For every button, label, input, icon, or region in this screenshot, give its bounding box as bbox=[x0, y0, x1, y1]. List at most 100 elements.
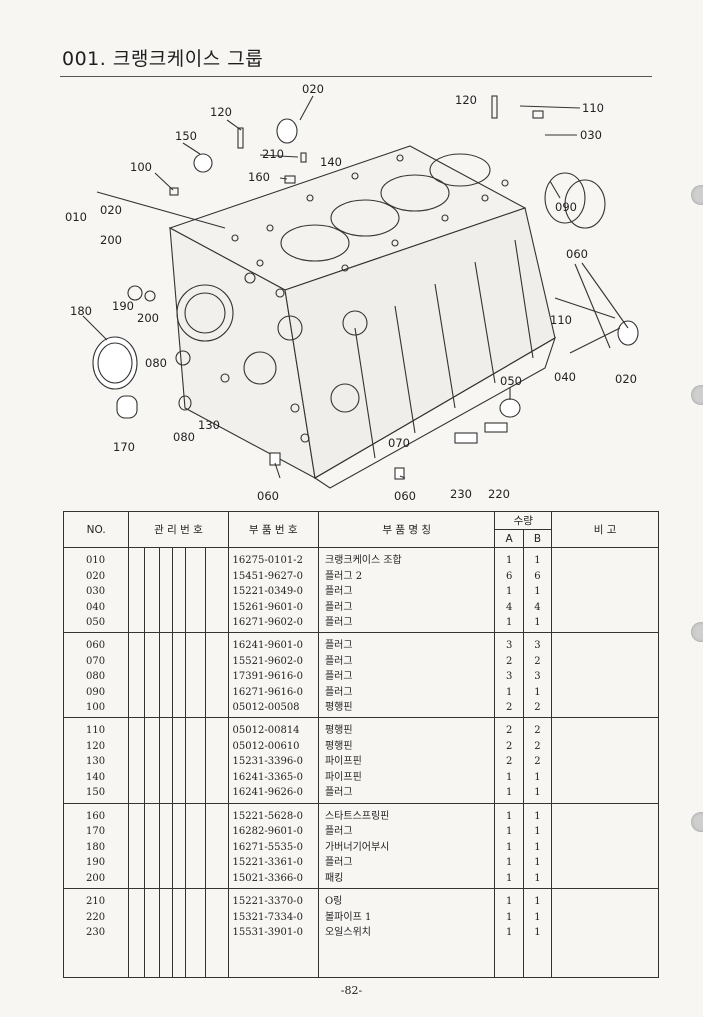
binder-hole-icon bbox=[691, 185, 703, 205]
cell-text: 150 bbox=[86, 787, 106, 799]
cell-empty bbox=[128, 803, 145, 890]
cell-text: 15231-3396-0 bbox=[232, 756, 303, 768]
cell-empty bbox=[185, 717, 206, 804]
cell-text: 1 bbox=[534, 872, 541, 884]
parts-table: NO. 관 리 번 호 부 품 번 호 부 품 명 칭 수량 비 고 A B 0… bbox=[62, 511, 659, 978]
crankcase-exploded-diagram: 020 120 110 030 150 120 210 140 100 160 … bbox=[65, 82, 639, 503]
cell-empty bbox=[143, 547, 160, 634]
cell-text: 1 bbox=[534, 810, 541, 822]
cell-text: 1 bbox=[534, 686, 541, 698]
col-header-management-no: 관 리 번 호 bbox=[128, 511, 229, 548]
page-number: -82- bbox=[340, 984, 363, 997]
callout: 120 bbox=[210, 105, 232, 119]
cell-text: 1 bbox=[505, 872, 513, 884]
cell-text: 100 bbox=[86, 702, 106, 714]
cell-text: 1 bbox=[505, 686, 513, 698]
col-header-no: NO. bbox=[62, 511, 130, 548]
callout: 190 bbox=[112, 299, 134, 313]
cell-empty bbox=[159, 547, 173, 634]
cell-text: 1 bbox=[534, 927, 541, 939]
cell-text: 16282-9601-0 bbox=[232, 826, 303, 838]
cell-empty bbox=[159, 803, 173, 890]
cell-text: 1 bbox=[505, 826, 513, 838]
cell-text: 130 bbox=[86, 756, 106, 768]
cell-empty bbox=[551, 547, 659, 634]
cell-empty bbox=[185, 803, 206, 890]
cell-text: 140 bbox=[86, 771, 106, 783]
cell-text: 16241-9601-0 bbox=[232, 640, 303, 652]
cell-text: 060 bbox=[86, 640, 106, 652]
cell-text: 플러그 2 bbox=[324, 570, 363, 582]
cell-text: 15261-9601-0 bbox=[232, 601, 303, 613]
cell-no: 060 070 080 090 100 bbox=[62, 632, 130, 719]
cell-empty bbox=[204, 717, 229, 804]
cell-text: 050 bbox=[86, 617, 106, 628]
cell-text: 플러그 bbox=[324, 655, 353, 667]
callout: 020 bbox=[302, 82, 324, 96]
cell-empty bbox=[204, 888, 229, 978]
cell-text: 스타트스프링핀 bbox=[324, 810, 390, 822]
callout: 110 bbox=[550, 313, 572, 327]
cell-text: 패킹 bbox=[324, 872, 344, 884]
cell-text: 플러그 bbox=[324, 617, 353, 628]
cell-empty bbox=[128, 632, 145, 719]
cell-empty bbox=[185, 888, 206, 978]
callout: 060 bbox=[257, 489, 279, 503]
cell-text: 220 bbox=[86, 911, 106, 923]
page-title: 001. 크랭크케이스 그룹 bbox=[62, 48, 264, 70]
cell-text: 파이프핀 bbox=[324, 771, 362, 783]
cell-empty bbox=[128, 717, 145, 804]
cell-text: 1 bbox=[534, 857, 541, 869]
callout: 080 bbox=[173, 430, 195, 444]
cell-empty bbox=[551, 888, 659, 978]
cell-text: 070 bbox=[86, 655, 106, 667]
cell-text: 05012-00610 bbox=[232, 740, 300, 752]
cell-text: O링 bbox=[324, 896, 343, 908]
cell-empty bbox=[551, 717, 659, 804]
callout: 090 bbox=[555, 200, 577, 214]
cell-text: 2 bbox=[534, 756, 541, 768]
cell-text: 플러그 bbox=[324, 826, 353, 838]
callout: 230 bbox=[450, 487, 472, 501]
cell-text: 오일스위치 bbox=[324, 927, 371, 939]
cell-text: 16241-3365-0 bbox=[232, 771, 303, 783]
cell-empty bbox=[128, 547, 145, 634]
binder-hole-icon bbox=[691, 385, 703, 405]
cell-text: 4 bbox=[505, 601, 513, 613]
cell-text: 1 bbox=[505, 857, 513, 869]
cell-text: 16271-9616-0 bbox=[232, 686, 303, 698]
cell-text: 1 bbox=[534, 826, 541, 838]
callout: 120 bbox=[455, 93, 477, 107]
cell-text: 2 bbox=[534, 702, 541, 714]
cell-text: 2 bbox=[534, 725, 541, 737]
callout: 200 bbox=[100, 233, 122, 247]
cell-text: 1 bbox=[505, 617, 513, 628]
cell-text: 020 bbox=[86, 570, 106, 582]
cell-text: 190 bbox=[86, 857, 106, 869]
cell-text: 090 bbox=[86, 686, 106, 698]
cell-text: 2 bbox=[534, 740, 541, 752]
cell-text: 16271-9602-0 bbox=[232, 617, 303, 628]
cell-text: 1 bbox=[505, 911, 513, 923]
cell-text: 15221-0349-0 bbox=[232, 586, 303, 597]
cell-empty bbox=[143, 803, 160, 890]
cell-text: 1 bbox=[534, 911, 541, 923]
cell-empty bbox=[551, 803, 659, 890]
cell-text: 160 bbox=[86, 810, 106, 822]
cell-text: 2 bbox=[505, 725, 513, 737]
cell-text: 080 bbox=[86, 671, 106, 683]
cell-text: 크랭크케이스 조합 bbox=[324, 555, 402, 566]
callout: 140 bbox=[320, 155, 342, 169]
